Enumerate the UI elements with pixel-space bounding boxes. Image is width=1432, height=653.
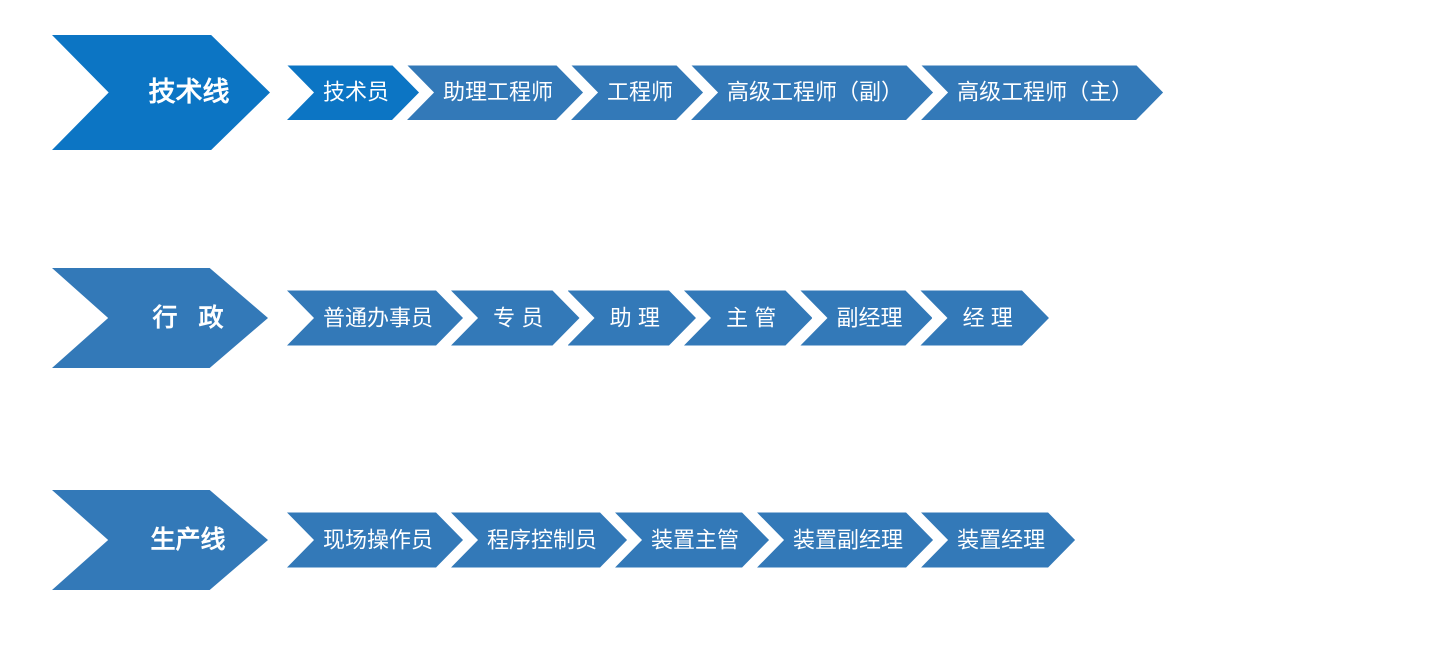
track-step[interactable]: 技术员 <box>287 65 419 120</box>
track-step-label: 主管 <box>726 305 783 330</box>
track-steps-technical: 技术员 助理工程师 工程师 高级工程师（副） 高级工程师（主） <box>287 65 1163 120</box>
track-step-label: 装置副经理 <box>793 527 904 552</box>
track-step-label: 装置主管 <box>651 527 740 552</box>
track-label-administrative[interactable]: 行 政 <box>52 268 268 368</box>
track-step-label: 普通办事员 <box>323 305 434 330</box>
track-row-production: 生产线 现场操作员 程序控制员 装置主管 装置副经理 装置经理 <box>0 490 1432 590</box>
track-step[interactable]: 普通办事员 <box>287 291 463 346</box>
track-step[interactable]: 高级工程师（副） <box>691 65 933 120</box>
track-step-label: 工程师 <box>607 79 674 105</box>
track-step[interactable]: 助理工程师 <box>407 65 583 120</box>
track-step-label: 专员 <box>493 305 550 330</box>
track-step[interactable]: 专员 <box>451 291 579 346</box>
track-step-label: 高级工程师（主） <box>957 79 1134 105</box>
track-step[interactable]: 副经理 <box>800 291 932 346</box>
track-step[interactable]: 主管 <box>684 291 812 346</box>
track-step-label: 副经理 <box>836 305 903 330</box>
track-label-technical[interactable]: 技术线 <box>52 35 270 150</box>
track-step-label: 装置经理 <box>957 527 1046 552</box>
track-step-label: 经理 <box>962 305 1019 330</box>
track-step-label: 助理工程师 <box>443 79 554 105</box>
track-row-administrative: 行 政 普通办事员 专员 助理 主管 副经理 经理 <box>0 268 1432 368</box>
track-step[interactable]: 装置主管 <box>615 513 769 568</box>
track-label-text: 生产线 <box>150 525 226 554</box>
track-row-technical: 技术线 技术员 助理工程师 工程师 高级工程师（副） 高级工程师（主） <box>0 35 1432 150</box>
track-label-text: 技术线 <box>148 77 230 107</box>
track-steps-production: 现场操作员 程序控制员 装置主管 装置副经理 装置经理 <box>287 513 1075 568</box>
track-step[interactable]: 高级工程师（主） <box>921 65 1163 120</box>
track-step[interactable]: 装置副经理 <box>757 513 933 568</box>
track-step-label: 技术员 <box>323 79 390 105</box>
track-steps-administrative: 普通办事员 专员 助理 主管 副经理 经理 <box>287 291 1049 346</box>
track-label-text: 行 政 <box>152 303 231 332</box>
track-step[interactable]: 装置经理 <box>921 513 1075 568</box>
track-step-label: 现场操作员 <box>323 527 434 552</box>
track-step[interactable]: 经理 <box>920 291 1048 346</box>
track-label-production[interactable]: 生产线 <box>52 490 268 590</box>
track-step[interactable]: 工程师 <box>571 65 703 120</box>
track-step-label: 程序控制员 <box>487 527 598 552</box>
track-step[interactable]: 程序控制员 <box>451 513 627 568</box>
track-step-label: 高级工程师（副） <box>727 79 904 105</box>
track-step[interactable]: 助理 <box>568 291 696 346</box>
track-step[interactable]: 现场操作员 <box>287 513 463 568</box>
track-step-label: 助理 <box>609 305 666 330</box>
